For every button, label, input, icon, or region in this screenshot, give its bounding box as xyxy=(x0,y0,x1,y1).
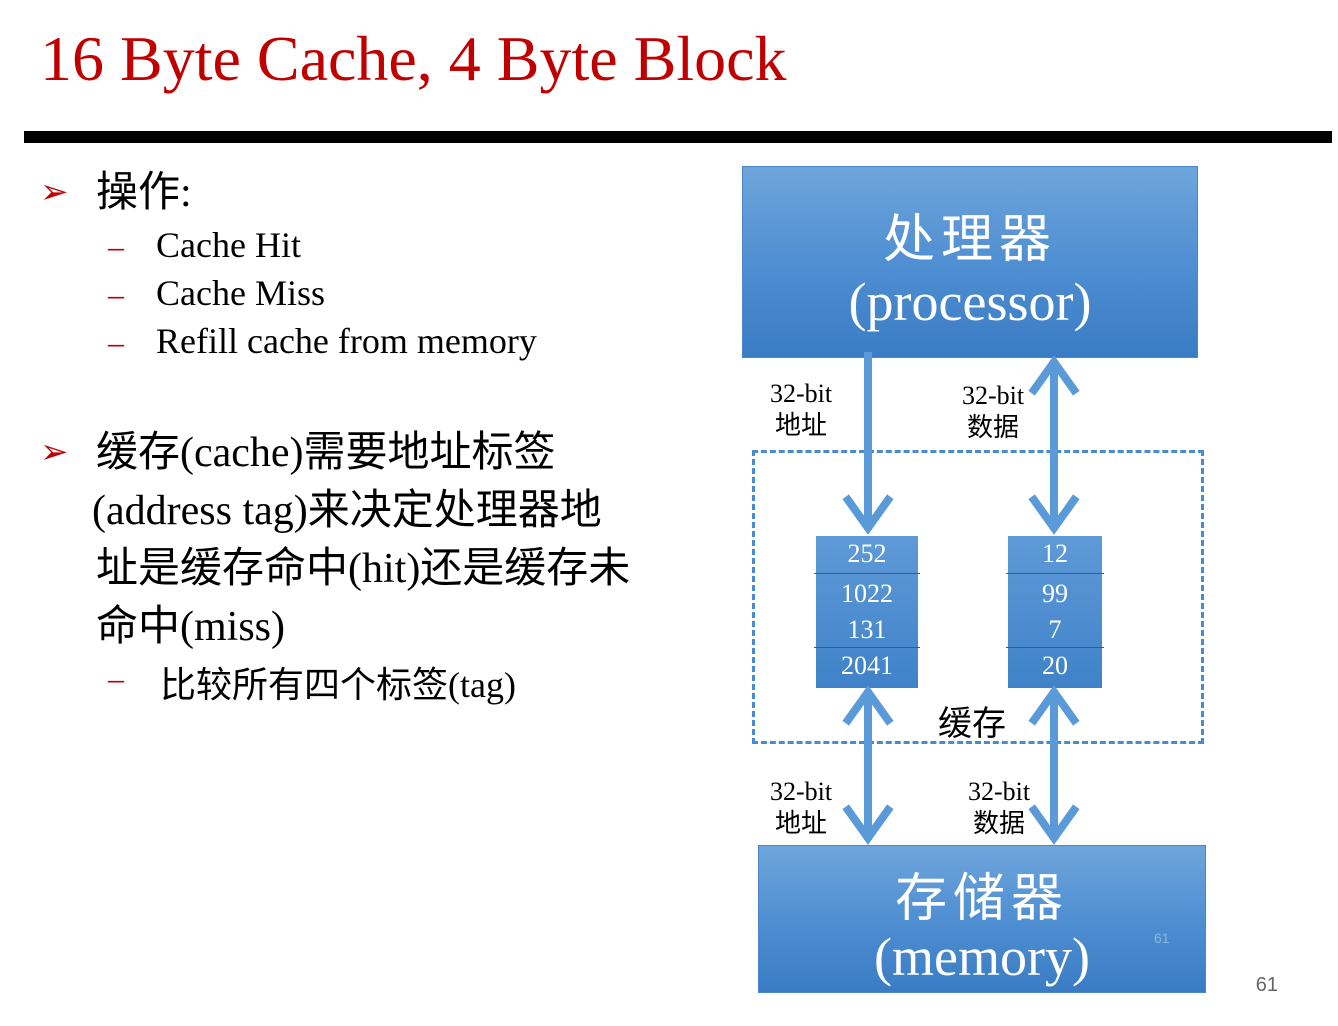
data-column: 12 99 7 20 xyxy=(1006,536,1104,688)
arrow-head-icon xyxy=(1028,685,1080,726)
divider xyxy=(814,573,920,574)
faint-number: 61 xyxy=(1154,930,1170,946)
arrow-head-icon xyxy=(842,685,894,726)
arrow-head-icon xyxy=(1028,494,1080,535)
bullet-arrow-icon: ➢ xyxy=(40,172,69,212)
sub-item-cache-hit: Cache Hit xyxy=(156,225,301,265)
addr-text: 地址 xyxy=(775,411,828,440)
dash-icon: – xyxy=(108,324,124,360)
top-addr-label: 32-bit 地址 xyxy=(770,378,832,442)
data-cell: 20 xyxy=(1042,651,1068,680)
bit-width-text: 32-bit xyxy=(968,777,1031,806)
top-data-label: 32-bit 数据 xyxy=(962,380,1024,444)
data-text: 数据 xyxy=(973,809,1026,838)
bullet-cache-line-3: 址是缓存命中(hit)还是缓存未 xyxy=(96,546,631,592)
memory-box: 存储器 (memory) xyxy=(758,845,1206,993)
memory-en: (memory) xyxy=(874,927,1090,987)
sub-item-compare-tags: 比较所有四个标签(tag) xyxy=(160,665,516,705)
title-rule xyxy=(24,131,1332,143)
data-cell: 99 xyxy=(1042,579,1068,608)
tag-cell: 1022 xyxy=(841,579,893,608)
processor-en: (processor) xyxy=(848,272,1092,332)
arrow-head-icon xyxy=(842,494,894,535)
sub-item-cache-miss: Cache Miss xyxy=(156,273,325,313)
bottom-addr-label: 32-bit 地址 xyxy=(770,776,832,840)
dash-icon: – xyxy=(108,228,124,264)
page-number: 61 xyxy=(1255,974,1278,996)
bullet-operations: 操作: xyxy=(96,170,192,216)
bullet-arrow-icon: ➢ xyxy=(40,432,69,472)
arrow-head-icon xyxy=(842,804,894,845)
bit-width-text: 32-bit xyxy=(770,777,833,806)
tag-cell: 2041 xyxy=(841,651,893,680)
tag-column: 252 1022 131 2041 xyxy=(814,536,920,688)
data-cell: 7 xyxy=(1048,615,1062,644)
bit-width-text: 32-bit xyxy=(962,381,1025,410)
dash-icon: – xyxy=(108,660,124,696)
processor-zh: 处理器 xyxy=(882,212,1057,269)
bottom-data-label: 32-bit 数据 xyxy=(968,776,1030,840)
divider xyxy=(1006,647,1104,648)
divider xyxy=(814,647,920,648)
processor-box: 处理器 (processor) xyxy=(742,166,1198,358)
dash-icon: – xyxy=(108,276,124,312)
data-cell: 12 xyxy=(1042,539,1068,568)
addr-text: 地址 xyxy=(775,809,828,838)
cache-label: 缓存 xyxy=(938,706,1006,743)
cache-boundary xyxy=(752,450,1204,744)
bullet-cache-line-4: 命中(miss) xyxy=(96,604,286,650)
tag-cell: 252 xyxy=(847,539,887,568)
slide-title: 16 Byte Cache, 4 Byte Block xyxy=(40,23,787,94)
bullet-cache-line-2: (address tag)来决定处理器地 xyxy=(92,488,602,534)
tag-cell: 131 xyxy=(847,615,887,644)
data-text: 数据 xyxy=(967,413,1020,442)
arrow-head-icon xyxy=(1028,804,1080,845)
arrow-head-icon xyxy=(1028,355,1080,396)
bit-width-text: 32-bit xyxy=(770,379,833,408)
divider xyxy=(1006,573,1104,574)
sub-item-refill: Refill cache from memory xyxy=(156,321,537,361)
memory-zh: 存储器 xyxy=(894,871,1069,928)
bullet-cache-line-1: 缓存(cache)需要地址标签 xyxy=(96,430,556,476)
